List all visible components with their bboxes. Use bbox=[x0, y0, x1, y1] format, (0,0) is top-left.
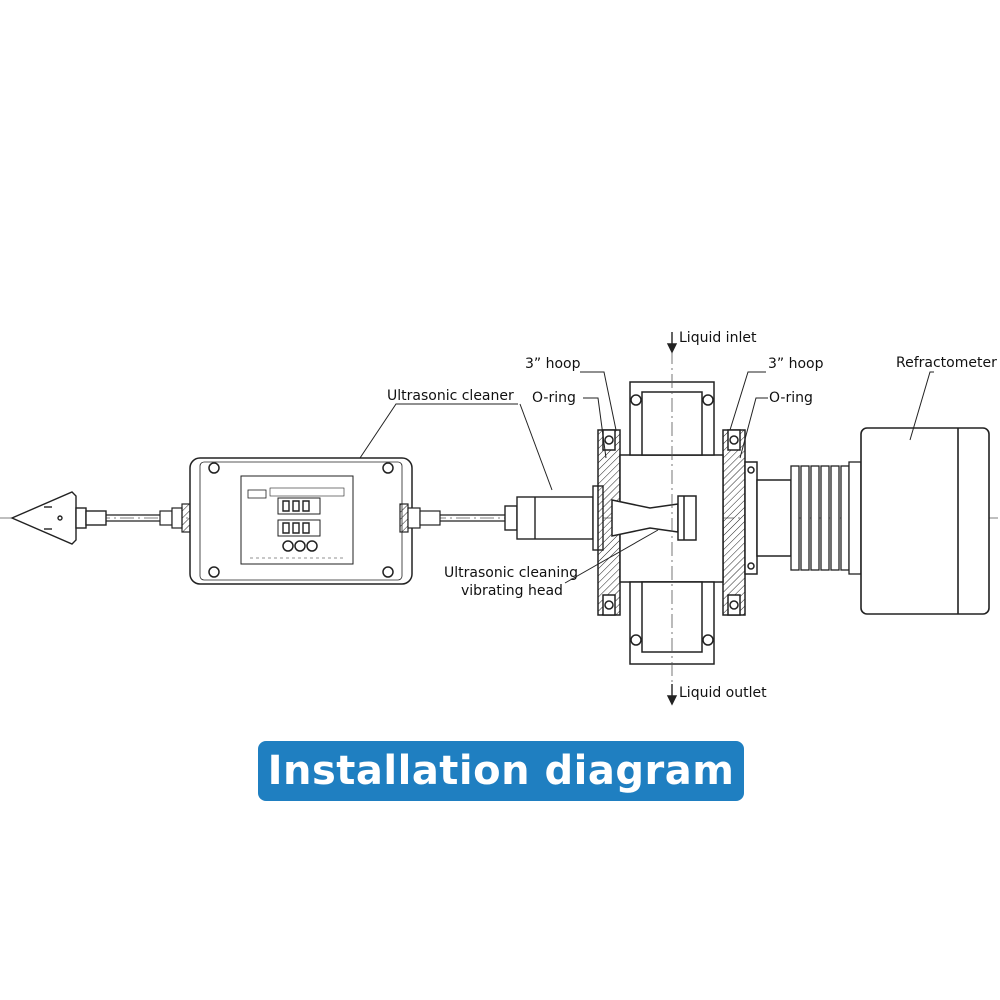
refractometer-body bbox=[860, 427, 990, 615]
label-hoop-left: 3” hoop bbox=[525, 356, 581, 372]
label-oring-right: O-ring bbox=[769, 390, 813, 406]
label-hoop-right: 3” hoop bbox=[768, 356, 824, 372]
inlet-arrow bbox=[666, 332, 678, 354]
label-vibrating-head-line2: vibrating head bbox=[461, 583, 563, 599]
display-digits bbox=[282, 500, 310, 534]
caption-title: Installation diagram bbox=[267, 748, 735, 794]
caption-banner: Installation diagram bbox=[258, 741, 744, 801]
outlet-arrow bbox=[666, 684, 678, 706]
label-oring-left: O-ring bbox=[532, 390, 576, 406]
cable-connector-left bbox=[159, 503, 191, 533]
cable-connector-right bbox=[399, 503, 441, 533]
ultrasonic-cleaner-controller bbox=[189, 457, 413, 585]
label-liquid-outlet: Liquid outlet bbox=[679, 685, 767, 701]
label-liquid-inlet: Liquid inlet bbox=[679, 330, 757, 346]
leader-lines bbox=[359, 371, 934, 584]
pipe-fitting bbox=[597, 381, 792, 665]
power-cable bbox=[106, 514, 160, 522]
label-refractometer: Refractometer bbox=[896, 355, 997, 371]
refractometer-bellows bbox=[790, 461, 862, 575]
label-ultrasonic-cleaner: Ultrasonic cleaner bbox=[387, 388, 514, 404]
vibrating-head bbox=[504, 485, 604, 551]
transducer-cable bbox=[440, 514, 505, 522]
label-vibrating-head-line1: Ultrasonic cleaning bbox=[444, 565, 578, 581]
power-plug bbox=[10, 491, 107, 545]
